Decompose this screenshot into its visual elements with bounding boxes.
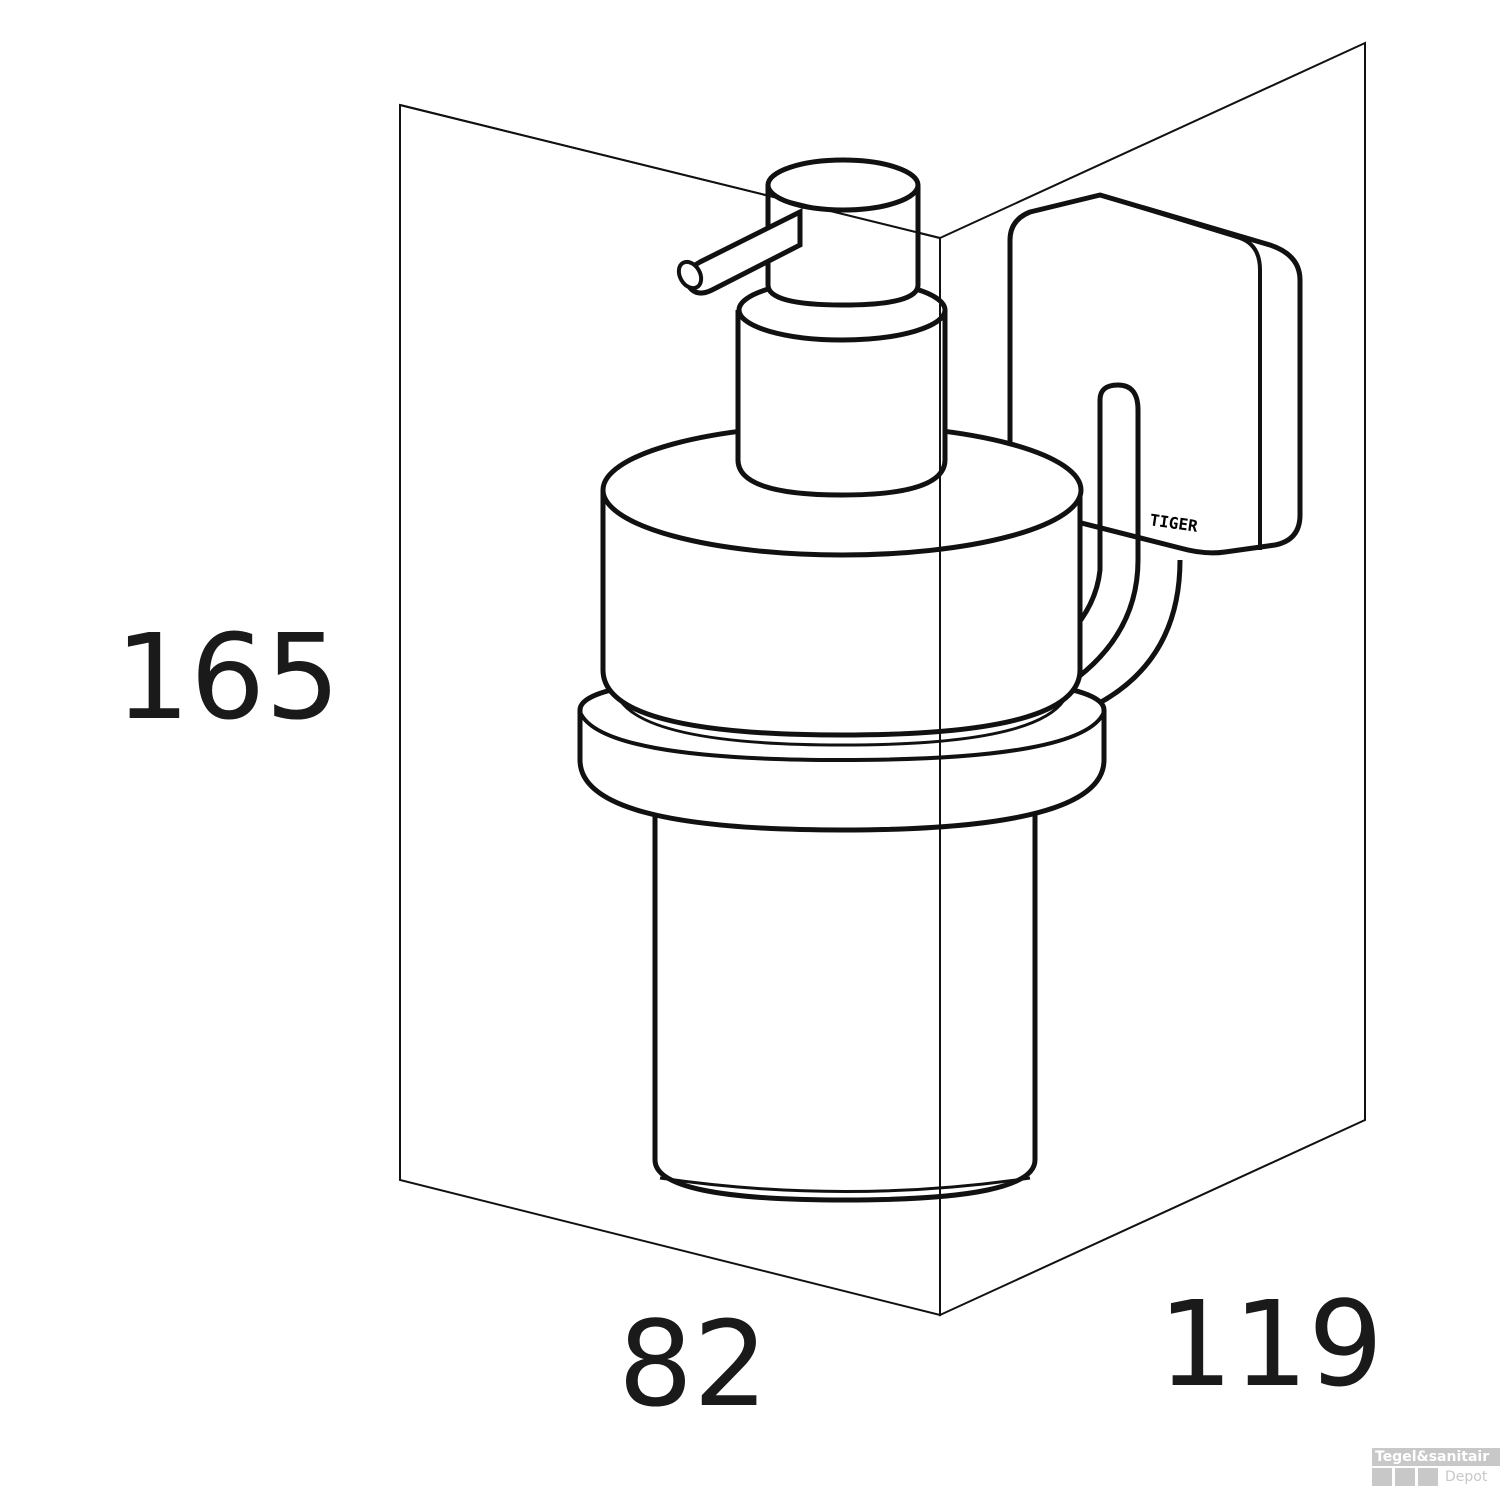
watermark-line2: Depot <box>1445 1469 1488 1485</box>
watermark-logo: Tegel&sanitair Depot <box>1372 1448 1500 1486</box>
glass-cup <box>652 810 1038 1203</box>
height-dimension: 165 <box>115 608 341 746</box>
dispenser-body <box>600 490 1083 738</box>
watermark-line1: Tegel&sanitair <box>1372 1448 1500 1466</box>
depth-dimension: 119 <box>1158 1275 1384 1413</box>
drop-icon <box>1372 1468 1392 1486</box>
pump-head <box>765 157 921 213</box>
width-dimension: 82 <box>618 1295 769 1433</box>
